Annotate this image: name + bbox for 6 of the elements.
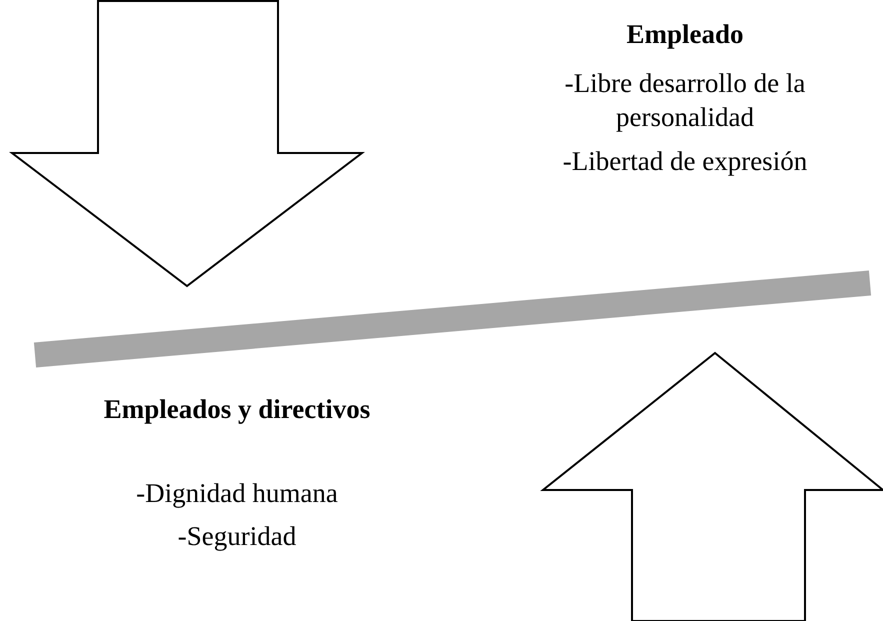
heading: Empleados y directivos [102,393,372,426]
list-item: -Dignidad humana [135,477,339,510]
list-item: -Libre desarrollo de la personalidad [564,67,806,134]
list-item: -Seguridad [176,520,298,553]
heading: Empleado [625,18,745,51]
list-item: -Libertad de expresión [562,145,808,178]
